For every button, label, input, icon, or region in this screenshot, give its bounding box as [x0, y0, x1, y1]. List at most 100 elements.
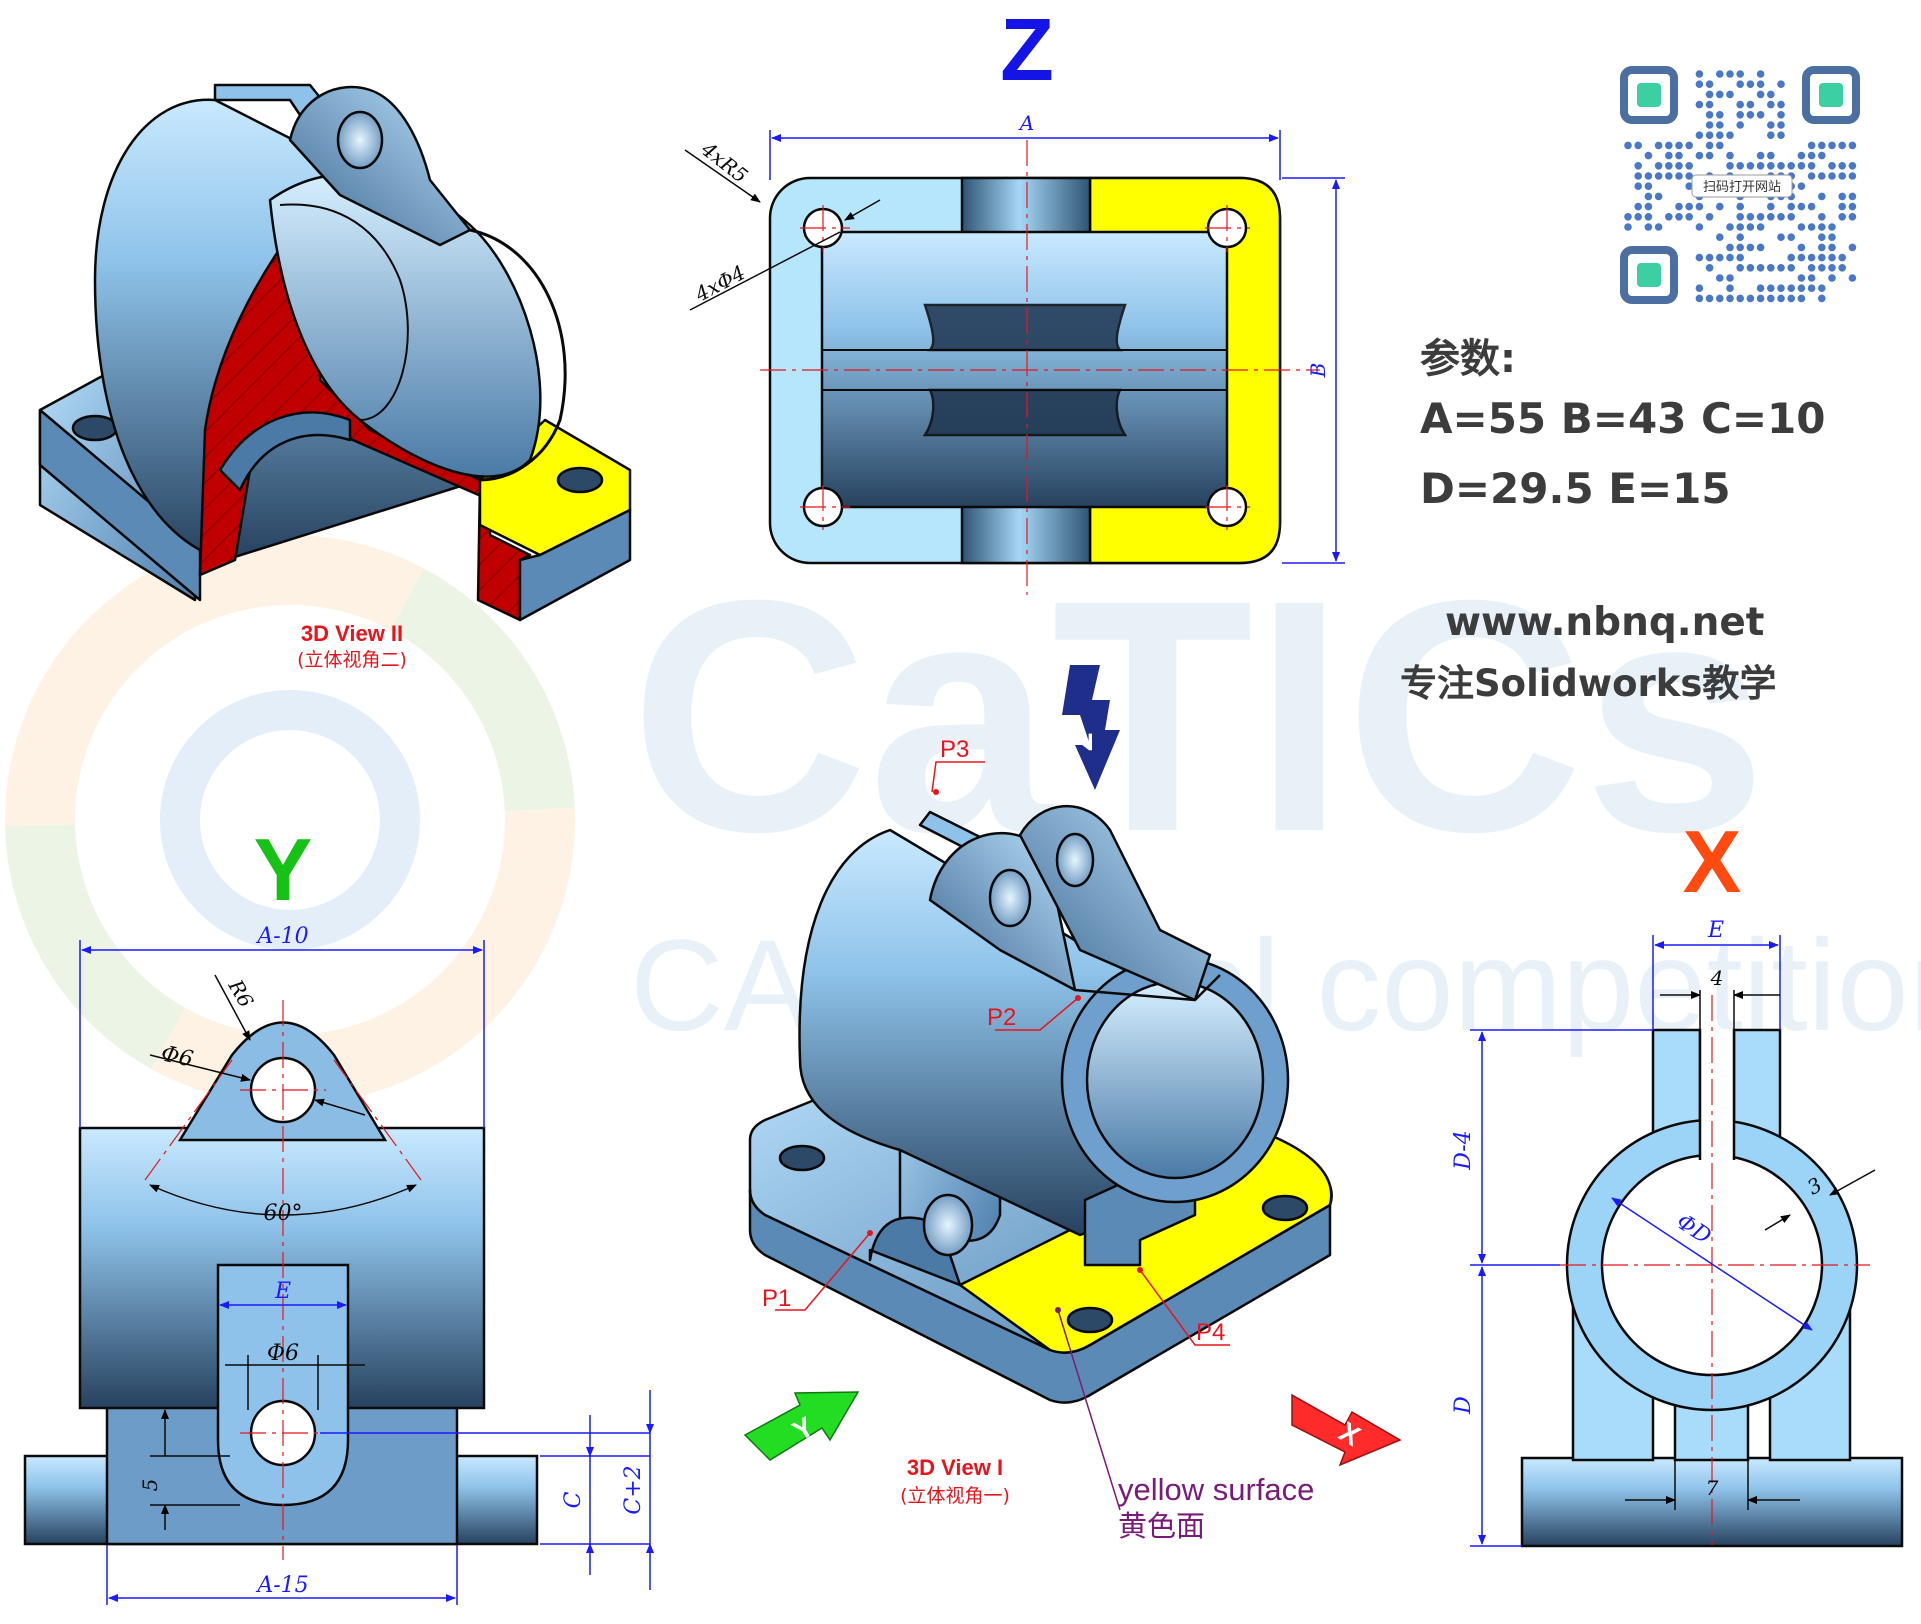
qr-module	[1767, 202, 1775, 211]
qr-module	[1767, 151, 1775, 160]
qr-module	[1767, 294, 1775, 303]
qr-module	[1726, 274, 1734, 282]
qr-module	[1807, 274, 1816, 282]
qr-module	[1797, 182, 1806, 190]
qr-module	[1665, 151, 1673, 160]
qr-module	[1736, 294, 1744, 303]
qr-module	[1787, 233, 1795, 241]
qr-module	[1797, 274, 1806, 282]
qr-module	[1756, 294, 1765, 303]
qr-module	[1767, 121, 1775, 129]
qr-module	[1705, 264, 1714, 272]
qr-module	[1756, 162, 1765, 170]
qr-module	[1654, 141, 1663, 150]
qr-module	[1818, 141, 1826, 150]
z-dim-R: 4xR5	[696, 136, 752, 187]
y-dim-bottom: A-15	[255, 1573, 308, 1598]
x-view-dimensions	[1470, 935, 1813, 1547]
qr-module	[1695, 202, 1704, 211]
qr-module	[1685, 202, 1693, 211]
qr-module	[1726, 162, 1734, 170]
qr-module	[1726, 284, 1734, 293]
view1-iso	[748, 805, 1333, 1404]
qr-module	[1797, 151, 1806, 160]
qr-module	[1654, 223, 1663, 231]
qr-module	[1716, 111, 1724, 119]
qr-module	[1736, 162, 1744, 170]
qr-caption: 扫码打开网站	[1703, 180, 1781, 195]
qr-module	[1726, 70, 1734, 78]
qr-module	[1675, 151, 1683, 160]
qr-module	[1818, 243, 1826, 252]
qr-module	[1838, 253, 1846, 262]
qr-module	[1746, 264, 1755, 272]
qr-module	[1756, 80, 1765, 88]
qr-module	[1695, 100, 1704, 109]
qr-module	[1736, 70, 1744, 78]
qr-module	[1716, 90, 1724, 99]
qr-module	[1746, 111, 1755, 119]
p4-marker	[1137, 1267, 1143, 1273]
qr-module	[1818, 213, 1826, 221]
view1-subtitle: (立体视角一)	[900, 1485, 1010, 1507]
qr-module	[1828, 243, 1836, 252]
qr-module	[1787, 202, 1795, 211]
y-dim-phi6-bottom: Φ6	[267, 1341, 299, 1366]
qr-module	[1828, 264, 1836, 272]
qr-module	[1665, 213, 1673, 221]
qr-module	[1705, 151, 1714, 160]
y-view-label: Y	[254, 820, 313, 919]
qr-module	[1746, 223, 1755, 231]
qr-module	[1716, 141, 1724, 150]
qr-module	[1777, 121, 1785, 129]
qr-module	[1675, 172, 1683, 180]
qr-module	[1848, 162, 1857, 170]
qr-module	[1644, 192, 1653, 201]
qr-module	[1675, 213, 1683, 221]
qr-module	[1705, 80, 1714, 88]
qr-module	[1807, 172, 1816, 180]
svg-text:Z: Z	[1066, 733, 1099, 751]
y-dim-C: C	[561, 1491, 586, 1508]
p3-label: P3	[940, 736, 969, 763]
qr-module	[1736, 121, 1744, 129]
qr-module	[1695, 253, 1704, 262]
p2-label: P2	[987, 1004, 1016, 1031]
y-view-centerlines	[144, 1000, 422, 1560]
qr-module	[1726, 243, 1734, 252]
qr-module	[1828, 274, 1836, 282]
qr-module	[1736, 223, 1744, 231]
x-dim-D: D	[1451, 1396, 1476, 1415]
qr-module	[1624, 213, 1632, 221]
qr-module	[1644, 172, 1653, 180]
qr-module	[1777, 284, 1785, 293]
qr-module	[1746, 162, 1755, 170]
qr-module	[1756, 264, 1765, 272]
qr-module	[1726, 151, 1734, 160]
qr-module	[1838, 192, 1846, 201]
qr-module	[1736, 100, 1744, 109]
params-title: 参数:	[1420, 336, 1516, 382]
qr-module	[1726, 131, 1734, 139]
y-view-dimensions	[79, 940, 654, 1605]
qr-module	[1807, 223, 1816, 231]
qr-module	[1726, 253, 1734, 262]
qr-module	[1818, 253, 1826, 262]
qr-module	[1705, 141, 1714, 150]
qr-module	[1787, 213, 1795, 221]
qr-code: 扫码打开网站	[1620, 66, 1860, 304]
p2-marker	[1075, 995, 1081, 1001]
y-dim-C2: C+2	[621, 1465, 646, 1514]
qr-module	[1695, 151, 1704, 160]
params-line2: D=29.5 E=15	[1420, 464, 1731, 513]
qr-module	[1644, 223, 1653, 231]
qr-module	[1828, 162, 1836, 170]
qr-module	[1634, 213, 1642, 221]
z-view-leaders	[684, 149, 881, 311]
qr-module	[1756, 243, 1765, 252]
qr-module	[1767, 90, 1775, 99]
qr-module	[1705, 131, 1714, 139]
qr-module	[1746, 213, 1755, 221]
qr-module	[1787, 162, 1795, 170]
y-dim-top: A-10	[255, 924, 308, 949]
